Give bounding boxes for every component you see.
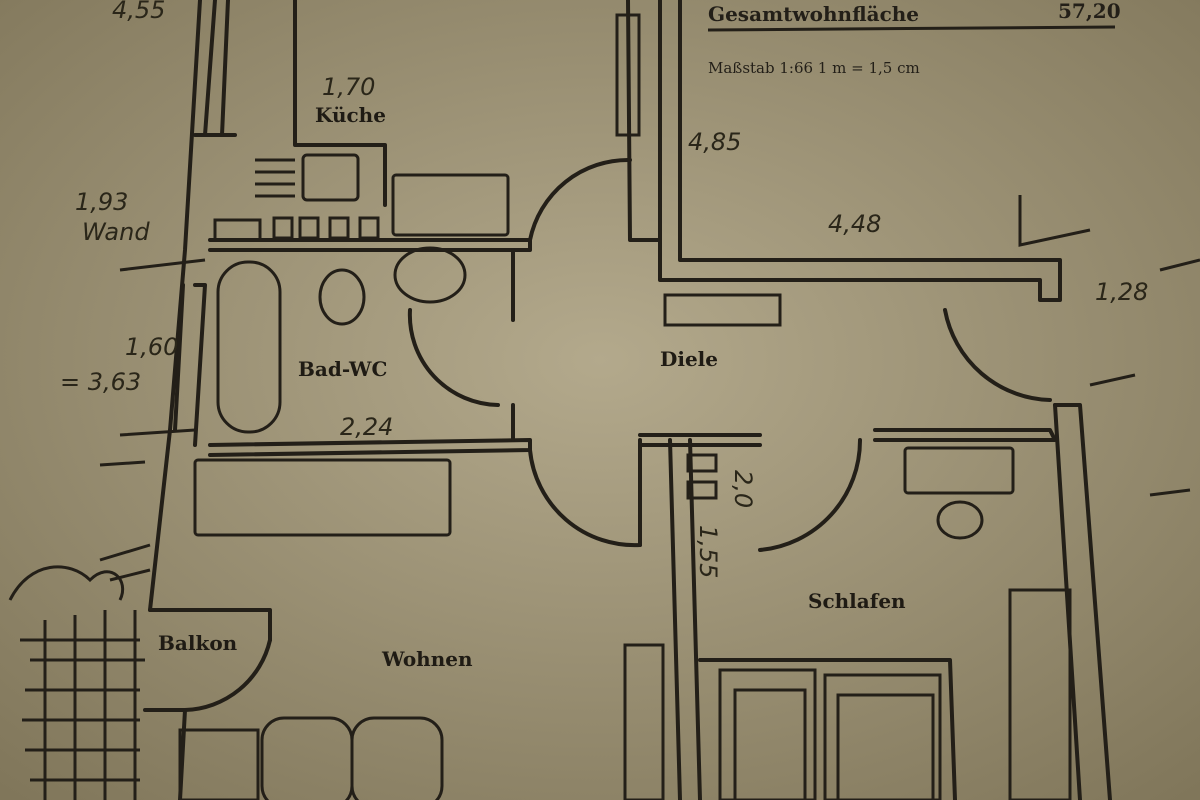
total-area-label: Gesamtwohnfläche [708, 2, 919, 26]
scale-label: Maßstab 1:66 1 m = 1,5 cm [708, 59, 920, 77]
walls [8, 0, 1112, 800]
annotation-dimension: 4,48 [828, 210, 881, 238]
legend-underline [707, 25, 1116, 32]
annotation-dimension: 1,70 [322, 73, 375, 101]
annotation-dimension: 2,24 [340, 413, 393, 441]
annotation-dimension: 1,28 [1095, 278, 1148, 306]
room-label-living: Wohnen [381, 647, 473, 671]
annotation-dimension: = 3,63 [60, 368, 141, 396]
annotation-dimension: 1,55 [694, 525, 722, 578]
room-label-balcony: Balkon [158, 631, 238, 655]
annotation-dimension: 1,60 [125, 333, 178, 361]
annotation-strokes [99, 195, 1200, 497]
annotation-dimension: 4,55 [112, 0, 165, 24]
room-label-bedroom: Schlafen [808, 589, 906, 613]
room-label-kitchen: Küche [315, 103, 386, 127]
annotation-dimension: 4,85 [688, 128, 741, 156]
annotation-dimension: 1,93 [75, 188, 128, 216]
total-area-value: 57,20 [1058, 0, 1121, 23]
room-label-hall: Diele [660, 347, 718, 371]
annotation-dimension: 2,0 [729, 470, 757, 508]
annotation-note: Wand [82, 218, 150, 246]
room-label-bathroom: Bad-WC [298, 357, 387, 381]
